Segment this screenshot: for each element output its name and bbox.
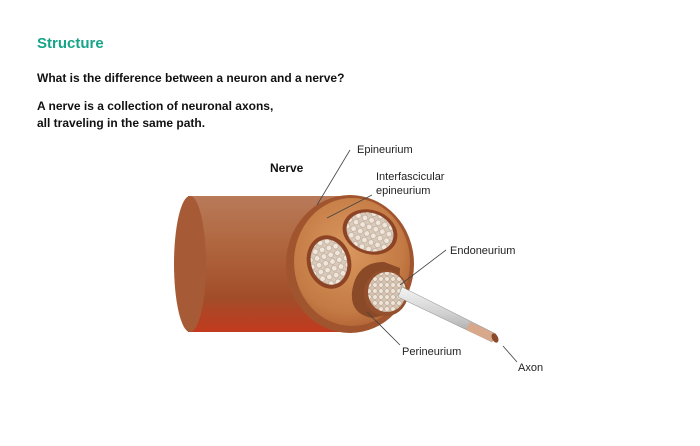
leader-perineurium: [366, 311, 401, 346]
interfascicular-label-line2: epineurium: [376, 185, 430, 197]
leader-endoneurium: [399, 249, 447, 286]
perineurium-label: Perineurium: [402, 346, 461, 358]
answer-line-2: all traveling in the same path.: [37, 116, 206, 130]
answer-text: A nerve is a collection of neuronal axon…: [37, 98, 273, 132]
question-text: What is the difference between a neuron …: [37, 71, 345, 85]
axon-strand: [397, 286, 499, 343]
leader-axon: [502, 345, 518, 363]
answer-line-1: A nerve is a collection of neuronal axon…: [37, 99, 274, 113]
leader-lines: [316, 149, 518, 363]
leader-epineurium: [316, 149, 351, 206]
epineurium-label: Epineurium: [357, 144, 413, 156]
fascicle-left: [306, 235, 352, 289]
axon-label: Axon: [518, 362, 543, 374]
endoneurium-label: Endoneurium: [450, 245, 515, 257]
section-heading: Structure: [37, 35, 104, 52]
interfascicular-label-line1: Interfascicular: [376, 171, 445, 183]
fascicle-protruding: [351, 262, 408, 318]
leader-interfascicular: [326, 194, 373, 219]
nerve-label: Nerve: [270, 161, 304, 175]
fascicle-top: [342, 209, 398, 255]
